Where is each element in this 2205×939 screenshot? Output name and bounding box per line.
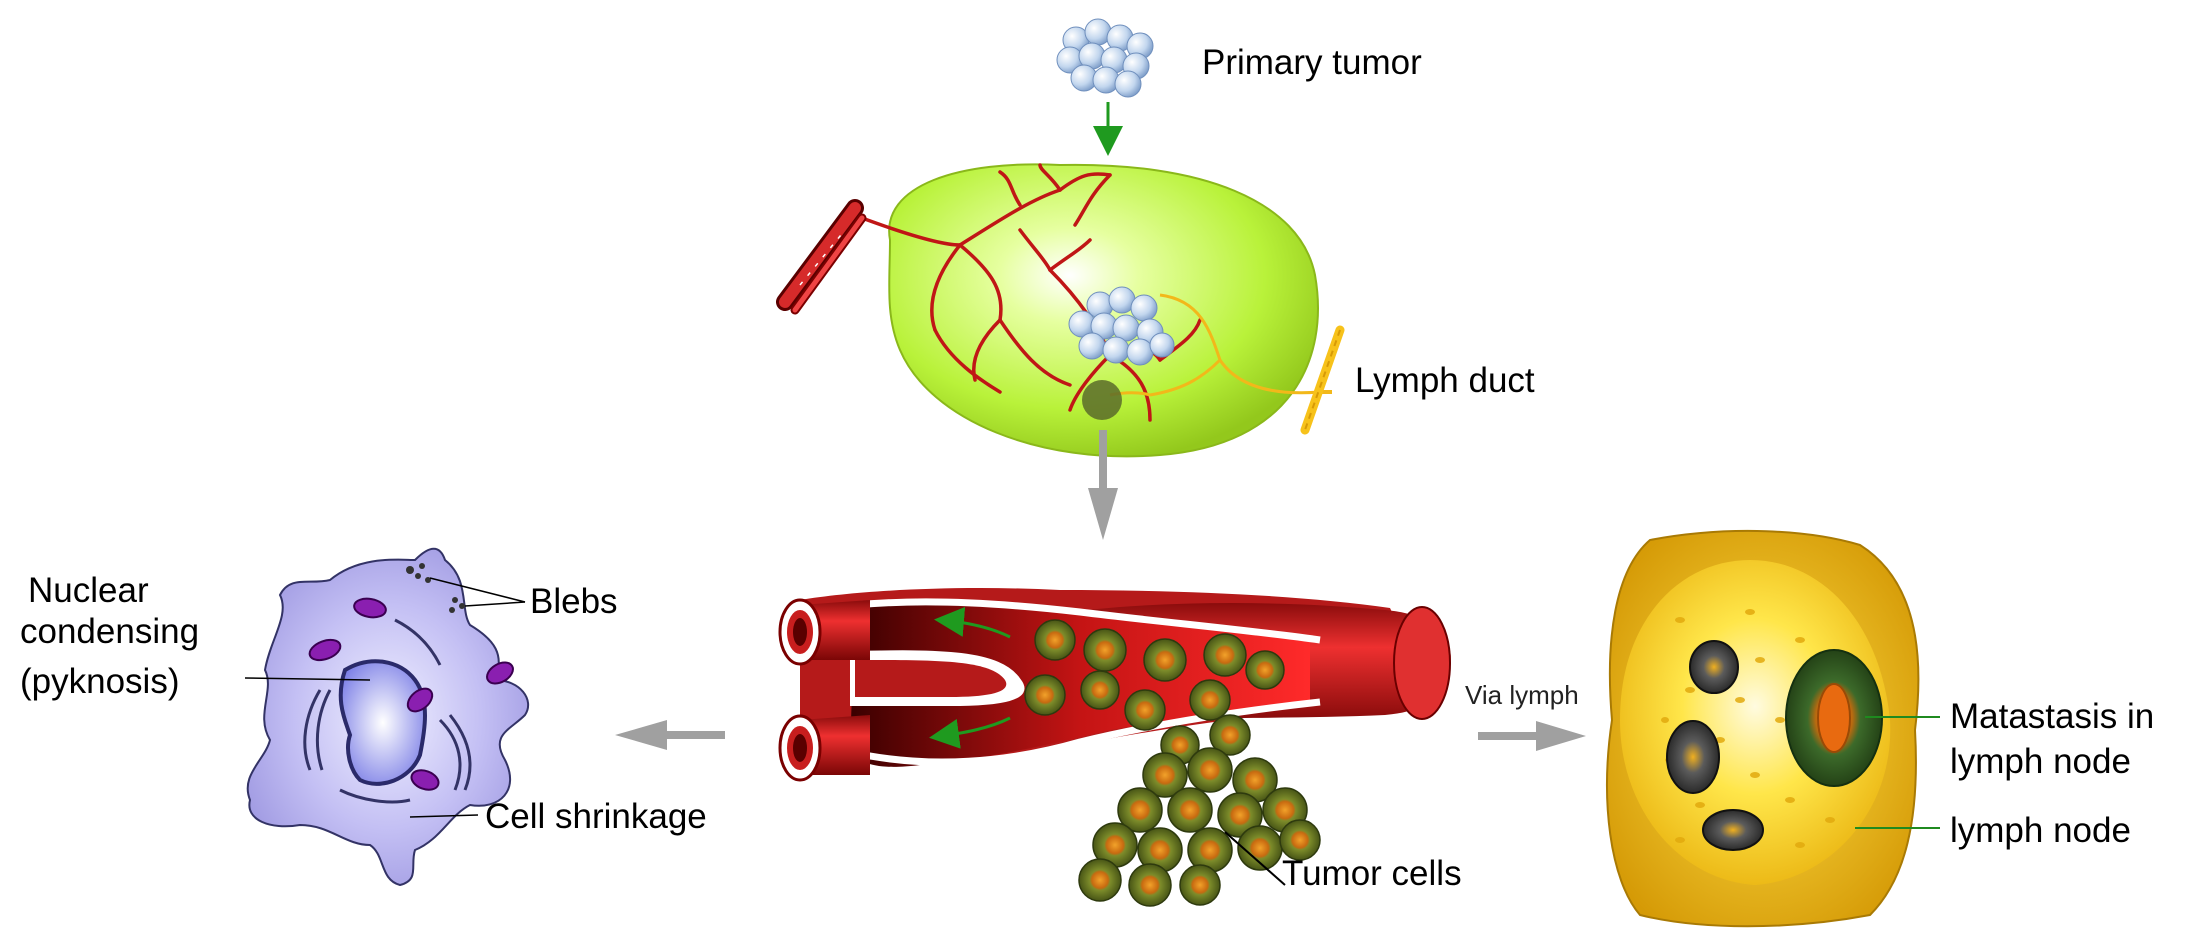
cell-pointers	[244, 577, 526, 818]
cell-shrinkage-label: Cell shrinkage	[485, 797, 707, 836]
vessel-bundle	[776, 199, 867, 315]
flow-arrow-upper-icon	[934, 606, 1011, 639]
tumor-cells-pointer	[1224, 831, 1286, 886]
metastasis-label-line2: lymph node	[1950, 742, 2131, 781]
nuclear-label-line1: Nuclear	[28, 571, 149, 610]
nuclear-label-line2: condensing	[20, 612, 199, 651]
primary-tumor-label: Primary tumor	[1202, 43, 1422, 82]
gray-arrow-down-icon	[1088, 430, 1118, 540]
tumor-cells-label: Tumor cells	[1282, 854, 1462, 893]
lymph-node-label: lymph node	[1950, 811, 2131, 850]
primary-tumor-icon	[1056, 18, 1154, 98]
blebs-label: Blebs	[530, 582, 618, 621]
metastasis-label-line1: Matastasis in	[1950, 697, 2154, 736]
nuclear-label-line3: (pyknosis)	[20, 662, 179, 701]
tumor-cluster-icon	[1068, 286, 1175, 366]
flow-arrow-lower-icon	[929, 716, 1011, 749]
tumor-cells	[1024, 619, 1321, 907]
lymph-node	[1606, 529, 1920, 928]
node-pointers	[1855, 716, 1940, 829]
lymph-duct-label: Lymph duct	[1355, 361, 1535, 400]
apoptotic-cell	[246, 547, 530, 887]
lymph-duct	[1300, 325, 1345, 435]
gray-arrow-left-icon	[615, 720, 725, 750]
exit-point	[1082, 380, 1122, 420]
gray-arrow-right-icon	[1478, 721, 1586, 751]
via-lymph-label: Via lymph	[1465, 680, 1579, 710]
